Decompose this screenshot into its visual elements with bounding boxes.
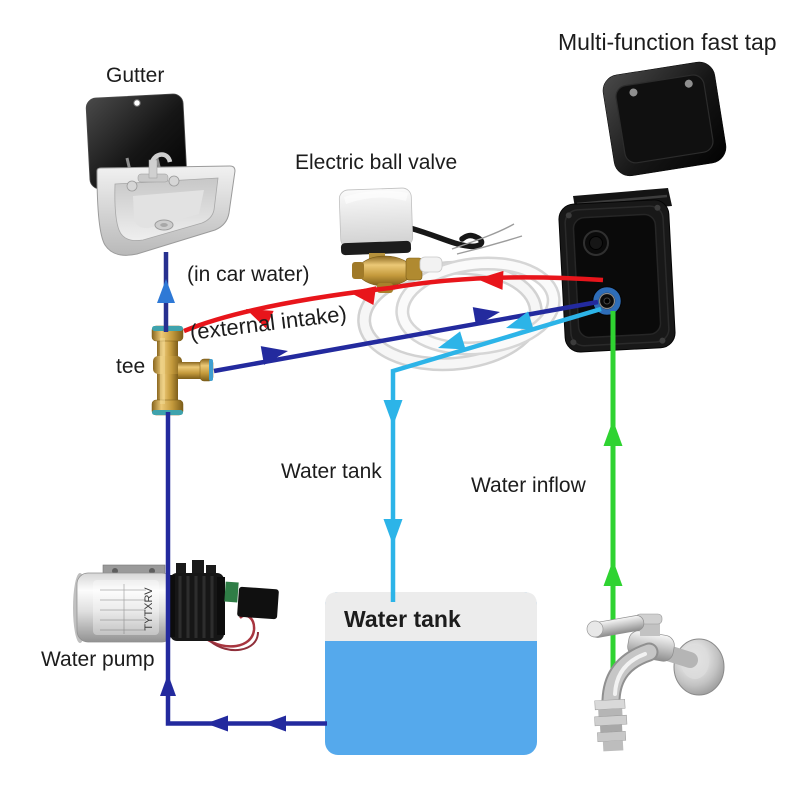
outdoor-tap-illustration bbox=[586, 613, 725, 752]
cyan-arrow-1 bbox=[506, 311, 534, 330]
green-arrow-2 bbox=[603, 560, 623, 586]
label-water-inflow: Water inflow bbox=[471, 474, 586, 497]
pump-brand-text: TYTXRV bbox=[143, 587, 155, 631]
loop-arrow-3 bbox=[160, 674, 176, 696]
actuator-highlight bbox=[344, 190, 408, 204]
valve-fitting bbox=[419, 256, 443, 273]
cyan-arrow-2 bbox=[438, 331, 466, 350]
fast-tap-knob-center bbox=[589, 236, 603, 250]
flow-lines bbox=[157, 252, 623, 732]
water-tank bbox=[325, 592, 537, 755]
in-car-water-line bbox=[183, 275, 604, 334]
pump-head-ribs bbox=[178, 576, 214, 638]
pump-connector bbox=[237, 586, 279, 620]
lid-hole bbox=[133, 99, 141, 107]
label-gutter: Gutter bbox=[106, 64, 165, 87]
tee-center bbox=[153, 356, 182, 374]
tank-title: Water tank bbox=[344, 606, 461, 632]
fast-tap-body bbox=[558, 199, 676, 353]
cyan-arrow-3 bbox=[383, 400, 403, 426]
water-pump-illustration: TYTXRV bbox=[73, 560, 279, 652]
tap-neck bbox=[640, 622, 660, 636]
label-in-car-water: (in car water) bbox=[187, 263, 310, 286]
tap-spout-highlight bbox=[613, 652, 647, 696]
gutter-sink-illustration bbox=[85, 93, 236, 256]
valve-port-left bbox=[352, 262, 364, 279]
navy-arrow-2 bbox=[472, 307, 500, 326]
label-tee: tee bbox=[116, 355, 146, 378]
pump-spec-table bbox=[100, 584, 146, 634]
external-intake-line bbox=[213, 299, 599, 374]
green-arrow-1 bbox=[603, 420, 623, 446]
fast-tap-lid bbox=[602, 61, 727, 177]
label-electric-ball-valve: Electric ball valve bbox=[295, 151, 458, 174]
faucet-spout bbox=[149, 152, 173, 164]
tee-branch bbox=[178, 362, 204, 379]
tee-fitting-illustration bbox=[151, 325, 214, 416]
tee-branch-ring bbox=[209, 359, 213, 381]
sink-flow-arrow bbox=[157, 279, 175, 303]
valve-cable bbox=[407, 225, 485, 250]
fast-tap-illustration bbox=[558, 61, 727, 353]
label-fast-tap: Multi-function fast tap bbox=[558, 29, 777, 55]
port-metal-ring bbox=[598, 292, 616, 310]
pump-red-wire-2 bbox=[209, 631, 259, 652]
loop-arrow-1 bbox=[206, 715, 228, 732]
cyan-arrow-4 bbox=[383, 519, 403, 545]
pump-pcb bbox=[224, 581, 239, 603]
tank-header-rect bbox=[325, 592, 537, 641]
faucet-handle-right bbox=[168, 175, 180, 187]
tank-to-pump-line bbox=[165, 412, 327, 726]
navy-arrow-1 bbox=[260, 346, 288, 365]
tap-outlet-barb bbox=[594, 698, 628, 752]
faucet-handle-left bbox=[126, 180, 138, 192]
faucet-stem bbox=[148, 159, 158, 179]
red-arrow-1 bbox=[477, 270, 504, 290]
port-hole bbox=[603, 297, 611, 305]
sink-drain-hole bbox=[160, 223, 168, 227]
ball-valve-illustration bbox=[338, 187, 523, 293]
red-arrow-2 bbox=[349, 286, 377, 306]
valve-wires bbox=[451, 223, 523, 255]
tee-highlight bbox=[160, 338, 165, 404]
valve-nut bbox=[405, 257, 423, 281]
red-arrow-3 bbox=[246, 309, 274, 329]
valve-body bbox=[357, 255, 413, 287]
label-water-tank-flow: Water tank bbox=[281, 460, 382, 483]
pump-label bbox=[93, 580, 159, 635]
actuator-band bbox=[340, 240, 412, 256]
loop-arrow-2 bbox=[264, 715, 286, 732]
tap-handle-end bbox=[586, 620, 604, 638]
label-water-pump: Water pump bbox=[41, 648, 155, 671]
sink-floor bbox=[133, 190, 204, 229]
hose-coil-illustration bbox=[357, 256, 561, 372]
